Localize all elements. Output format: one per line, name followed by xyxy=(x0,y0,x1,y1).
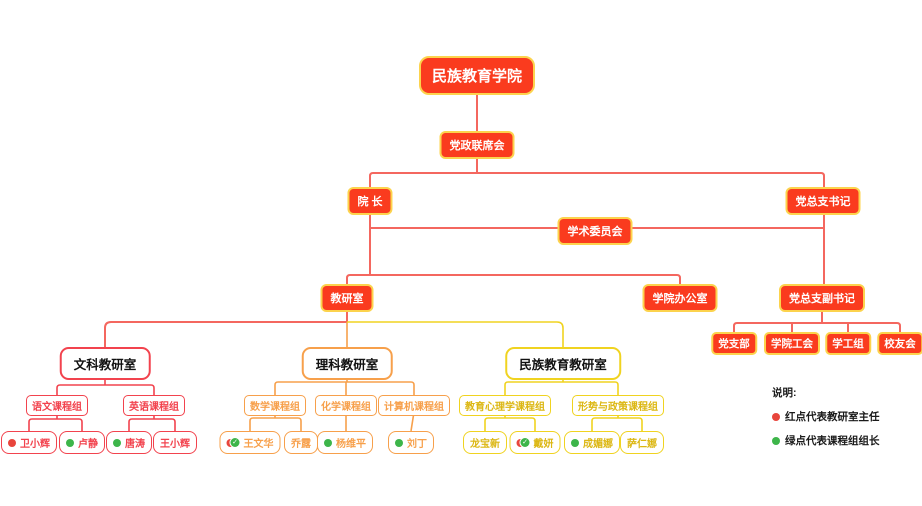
node-person-yang-weiping[interactable]: 杨维平 xyxy=(317,431,373,454)
person-name: 刘丁 xyxy=(407,439,427,450)
node-college-root[interactable]: 民族教育学院 xyxy=(418,56,536,95)
green-dot-icon xyxy=(395,438,403,447)
node-joint-meeting[interactable]: 党政联席会 xyxy=(439,131,515,159)
node-person-long-baoxin[interactable]: 龙宝新 xyxy=(463,431,507,454)
green-dot-icon xyxy=(772,436,780,445)
node-person-cheng-meina[interactable]: 成媚娜 xyxy=(564,431,620,454)
red-dot-icon xyxy=(8,438,16,447)
node-ethnic-education-office[interactable]: 民族教育教研室 xyxy=(505,347,621,380)
role-dot-icons xyxy=(395,438,403,447)
person-name: 卢静 xyxy=(78,439,98,450)
role-dot-icons: ✓ xyxy=(516,438,530,447)
role-dot-icons xyxy=(571,438,579,447)
node-deputy-party-secretary[interactable]: 党总支副书记 xyxy=(779,284,865,312)
node-english-group[interactable]: 英语课程组 xyxy=(123,395,185,416)
node-alumni-association[interactable]: 校友会 xyxy=(877,332,922,355)
role-dot-icons xyxy=(324,438,332,447)
legend-heading: 说明: xyxy=(772,387,797,399)
person-name: 卫小辉 xyxy=(20,439,50,450)
green-dot-icon xyxy=(113,438,121,447)
node-person-sa-renna[interactable]: 萨仁娜 xyxy=(620,431,664,454)
green-dot-icon xyxy=(571,438,579,447)
node-teaching-office[interactable]: 教研室 xyxy=(320,284,374,312)
legend-row-director: 红点代表教研室主任 xyxy=(772,409,880,424)
node-person-lu-jing[interactable]: 卢静 xyxy=(59,431,105,454)
node-person-wang-wenhua[interactable]: ✓ 王文华 xyxy=(219,431,281,454)
node-science-office[interactable]: 理科教研室 xyxy=(301,347,393,380)
person-name: 杨维平 xyxy=(336,439,366,450)
green-dot-icon xyxy=(66,438,74,447)
node-edu-psychology-group[interactable]: 教育心理学课程组 xyxy=(459,395,551,416)
node-computer-group[interactable]: 计算机课程组 xyxy=(378,395,450,416)
node-person-liu-ding[interactable]: 刘丁 xyxy=(388,431,434,454)
person-name: 王小辉 xyxy=(160,439,190,450)
legend-green-label: 绿点代表课程组组长 xyxy=(785,435,880,447)
node-math-group[interactable]: 数学课程组 xyxy=(244,395,306,416)
node-person-tang-tao[interactable]: 唐涛 xyxy=(106,431,152,454)
node-person-wei-xiaohui[interactable]: 卫小辉 xyxy=(1,431,57,454)
node-academic-committee[interactable]: 学术委员会 xyxy=(557,217,633,245)
red-dot-icon xyxy=(772,412,780,421)
node-chinese-group[interactable]: 语文课程组 xyxy=(26,395,88,416)
node-student-affairs-group[interactable]: 学工组 xyxy=(825,332,871,355)
node-person-wang-xiaohui[interactable]: 王小辉 xyxy=(153,431,197,454)
green-dot-icon xyxy=(324,438,332,447)
legend: 说明: 红点代表教研室主任 绿点代表课程组组长 xyxy=(772,385,880,448)
node-college-union[interactable]: 学院工会 xyxy=(764,332,820,355)
node-person-dai-yan[interactable]: ✓ 戴妍 xyxy=(509,431,561,454)
role-dot-icons xyxy=(113,438,121,447)
person-name: 龙宝新 xyxy=(470,439,500,450)
role-dot-icons: ✓ xyxy=(226,438,240,447)
node-policy-group[interactable]: 形势与政策课程组 xyxy=(572,395,664,416)
person-name: 王文华 xyxy=(243,439,274,450)
person-name: 唐涛 xyxy=(125,439,145,450)
node-dean[interactable]: 院 长 xyxy=(347,187,393,215)
node-person-qiao-lu[interactable]: 乔露 xyxy=(284,431,318,454)
role-dot-icons xyxy=(8,438,16,447)
legend-red-label: 红点代表教研室主任 xyxy=(785,411,880,423)
node-party-secretary[interactable]: 党总支书记 xyxy=(785,187,861,215)
node-liberal-arts-office[interactable]: 文科教研室 xyxy=(59,347,151,380)
node-college-office[interactable]: 学院办公室 xyxy=(642,284,718,312)
person-name: 乔露 xyxy=(291,439,311,450)
node-chemistry-group[interactable]: 化学课程组 xyxy=(315,395,377,416)
person-name: 成媚娜 xyxy=(583,439,613,450)
legend-row-leader: 绿点代表课程组组长 xyxy=(772,433,880,448)
green-check-dot-icon: ✓ xyxy=(230,438,240,447)
person-name: 戴妍 xyxy=(533,439,554,450)
green-check-dot-icon: ✓ xyxy=(520,438,530,447)
role-dot-icons xyxy=(66,438,74,447)
person-name: 萨仁娜 xyxy=(627,439,657,450)
node-party-branch[interactable]: 党支部 xyxy=(711,332,757,355)
